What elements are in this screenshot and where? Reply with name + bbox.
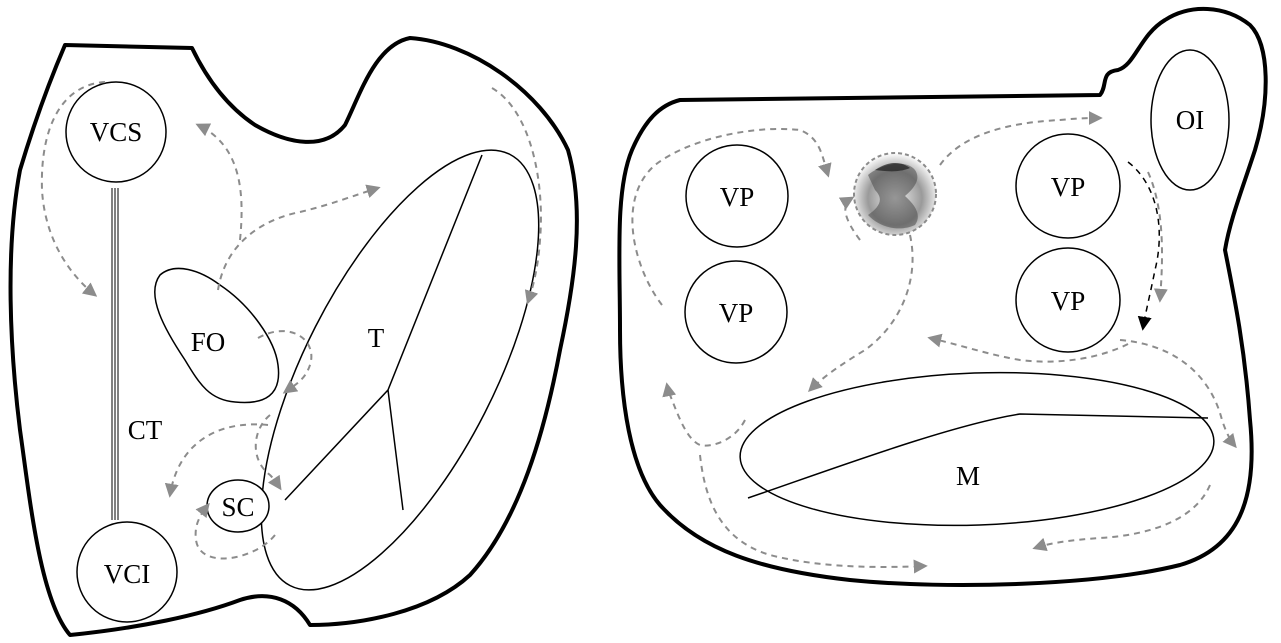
vp-upper-right-label: VP (1051, 172, 1086, 202)
oi-label: OI (1176, 105, 1205, 135)
ct-label: CT (128, 415, 163, 445)
vcs-label: VCS (90, 117, 143, 147)
vp-upper-left-label: VP (720, 182, 755, 212)
vp-lower-right-label: VP (1051, 286, 1086, 316)
vp-lower-left-label: VP (719, 298, 754, 328)
m-label: M (956, 461, 980, 491)
lesion-patch (854, 153, 936, 235)
left-atrium-panel: VCS VCI FO T CT SC (11, 38, 595, 635)
fo-label: FO (191, 327, 226, 357)
crista-terminalis (112, 188, 118, 520)
right-atrium-panel: VP VP VP VP OI M (619, 9, 1265, 585)
sc-label: SC (221, 492, 254, 522)
mitral-valve (737, 365, 1216, 533)
t-label: T (368, 323, 385, 353)
vci-label: VCI (104, 559, 151, 589)
